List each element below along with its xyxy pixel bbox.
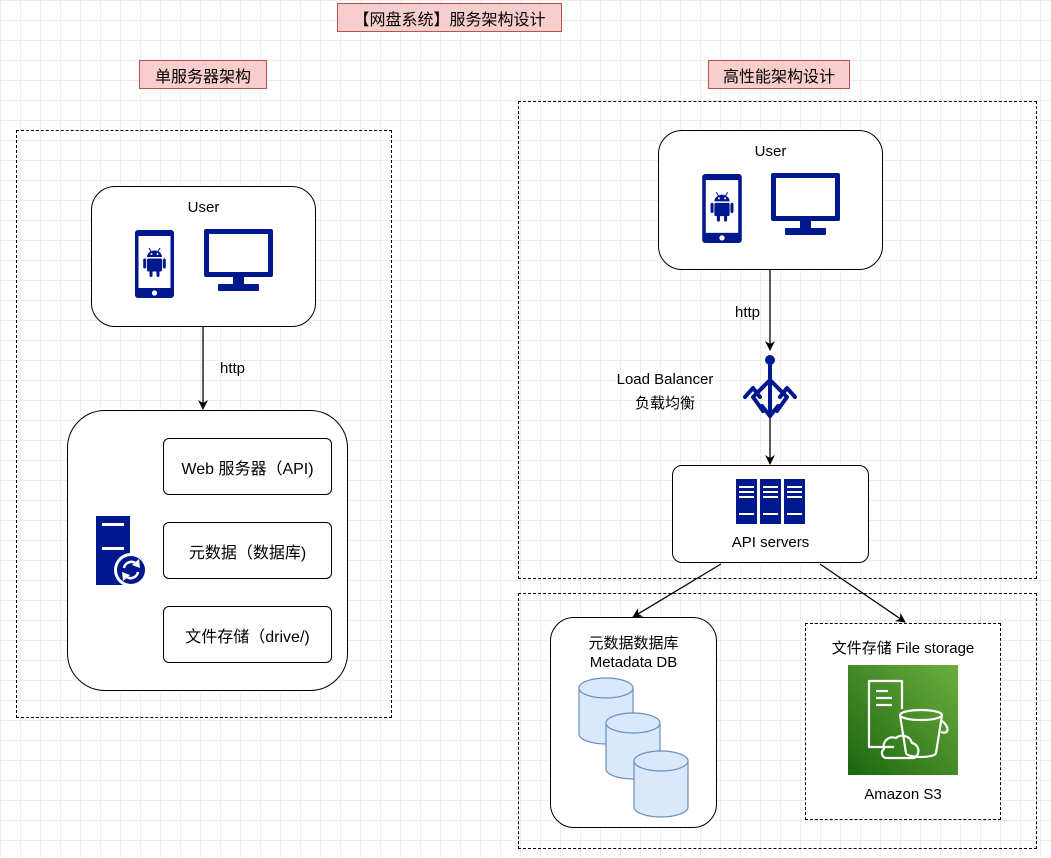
android-phone-icon xyxy=(702,174,742,243)
monitor-icon xyxy=(771,173,840,235)
metadata-db-service: 元数据（数据库) xyxy=(163,522,332,579)
single-server-container xyxy=(16,130,392,718)
server-rack-icon xyxy=(736,479,805,524)
amazon-s3-label: Amazon S3 xyxy=(864,786,942,803)
high-performance-title: 高性能架构设计 xyxy=(708,60,850,89)
api-to-db-arrow xyxy=(632,563,722,618)
android-phone-icon xyxy=(135,230,174,298)
single-http-label: http xyxy=(219,360,246,377)
load-balancer-label-cn: 负载均衡 xyxy=(634,395,695,412)
file-storage-label: 文件存储 File storage xyxy=(831,640,975,657)
hp-user-label: User xyxy=(754,143,787,160)
single-user-label: User xyxy=(187,199,220,216)
database-icon xyxy=(578,677,689,818)
main-title: 【网盘系统】服务架构设计 xyxy=(337,3,562,32)
api-servers-label: API servers xyxy=(731,534,810,551)
server-sync-icon xyxy=(96,516,148,587)
metadata-db-label-en: Metadata DB xyxy=(589,654,678,671)
single-server-title: 单服务器架构 xyxy=(139,60,267,89)
load-balancer-icon xyxy=(743,355,797,418)
web-api-service: Web 服务器（API) xyxy=(163,438,332,495)
load-balancer-label-en: Load Balancer xyxy=(616,371,714,388)
file-storage-service: 文件存储（drive/) xyxy=(163,606,332,663)
metadata-db-label-cn: 元数据数据库 xyxy=(588,635,679,652)
api-to-storage-arrow xyxy=(819,563,906,623)
storage-tier-container xyxy=(518,593,1037,849)
monitor-icon xyxy=(204,229,273,291)
hp-user-box xyxy=(658,130,883,270)
api-tier-container xyxy=(518,101,1037,579)
single-user-box xyxy=(91,186,316,327)
hp-http-label: http xyxy=(734,304,761,321)
amazon-s3-icon xyxy=(848,665,958,775)
